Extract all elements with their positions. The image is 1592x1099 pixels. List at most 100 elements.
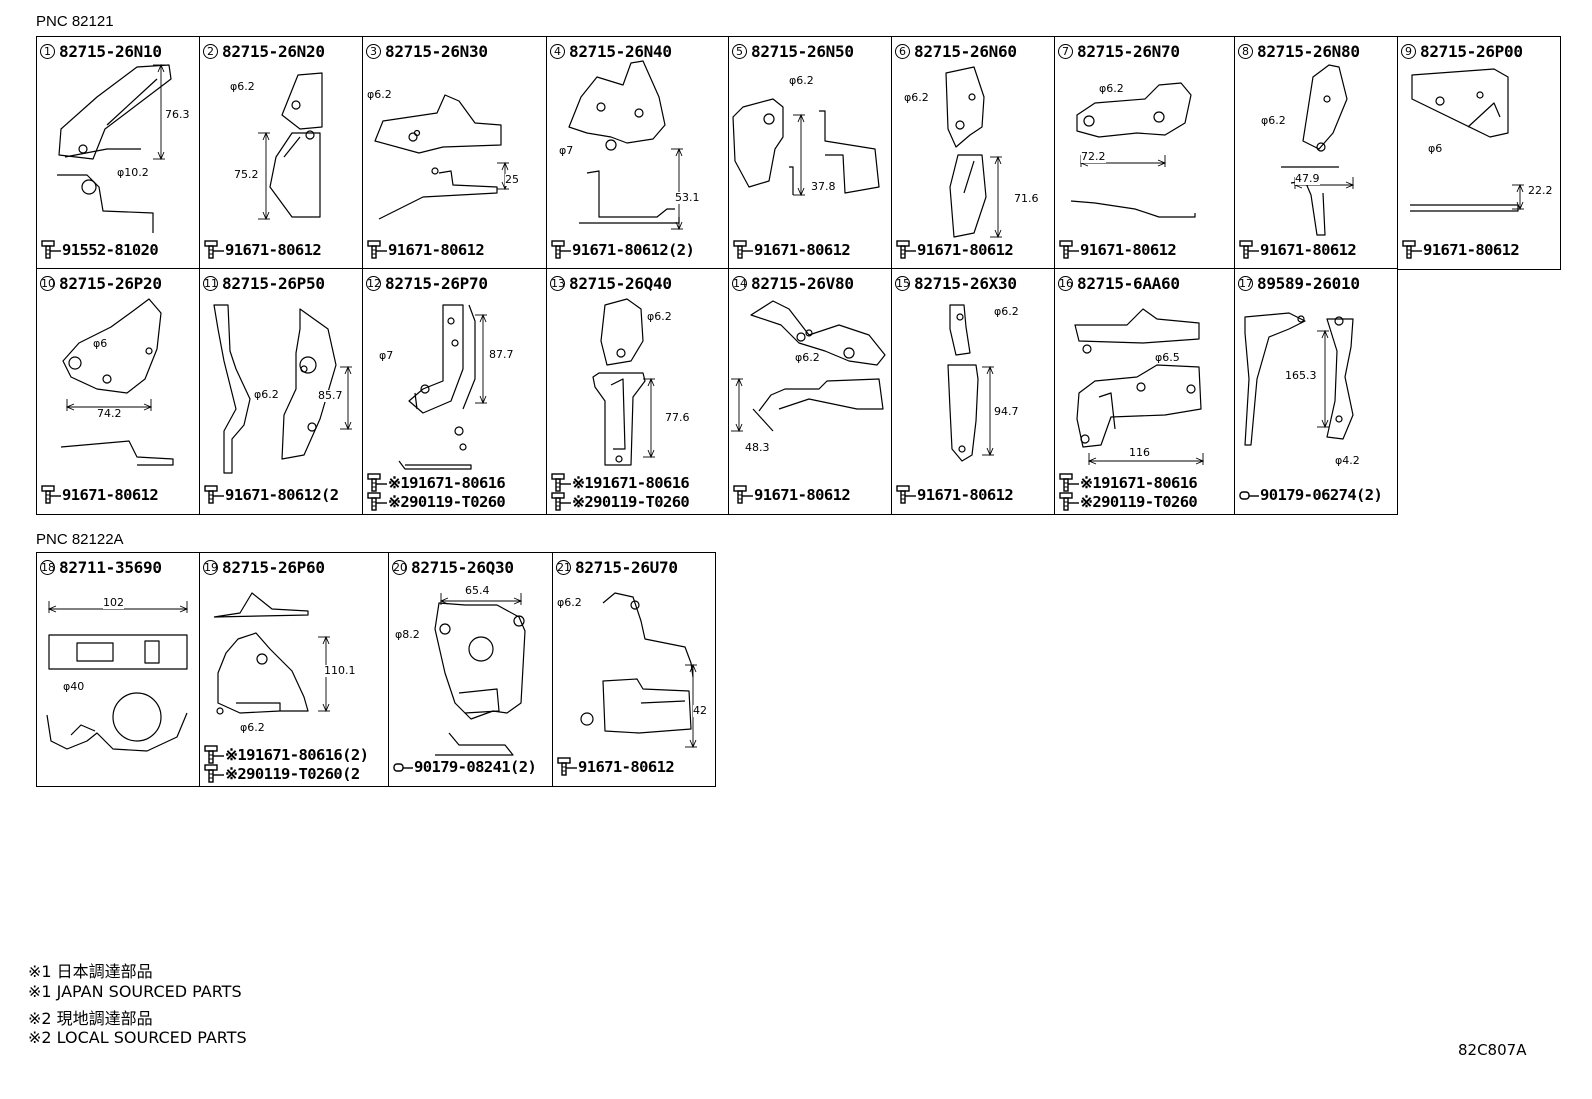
- item-number: 12: [366, 276, 381, 291]
- part-drawing: [568, 60, 683, 231]
- bolt-icon: [1239, 240, 1260, 260]
- fastener: 91552-81020: [41, 240, 159, 260]
- dimension-label: φ6: [1428, 142, 1443, 155]
- part-drawing: [580, 592, 697, 749]
- part-drawing: [1070, 82, 1196, 218]
- item-number: 1: [40, 44, 55, 59]
- item-number: 6: [895, 44, 910, 59]
- part-drawing: [1074, 308, 1205, 465]
- fastener: 91671-80612(2): [551, 240, 695, 260]
- fastener-part-number: 91671-80612(2): [572, 241, 695, 259]
- dimension-label: φ6.2: [904, 91, 929, 104]
- fastener-part-number: ※290119-T0260: [1080, 493, 1198, 511]
- dimension-label: 87.7: [489, 348, 514, 361]
- item-number: 13: [550, 276, 565, 291]
- fastener-part-number: 91671-80612: [225, 241, 322, 259]
- part-number: 82715-26N70: [1077, 42, 1180, 61]
- part-number: 89589-26010: [1257, 274, 1360, 293]
- bolt-icon: [367, 492, 388, 512]
- bolt-icon: [896, 240, 917, 260]
- fastener-part-number: 91671-80612: [754, 241, 851, 259]
- part-number: 82715-26Q30: [411, 558, 514, 577]
- dimension-label: φ6: [93, 337, 108, 350]
- dimension-label: 116: [1129, 446, 1150, 459]
- dimension-label: φ6.2: [647, 310, 672, 323]
- part-number: 82715-26N20: [222, 42, 325, 61]
- dimension-label: 75.2: [234, 168, 259, 181]
- bolt-icon: [551, 492, 572, 512]
- dimension-label: 94.7: [994, 405, 1019, 418]
- fastener-part-number: 91671-80612: [917, 241, 1014, 259]
- part-drawing: [213, 304, 352, 474]
- part-drawing: [60, 298, 174, 466]
- dimension-label: φ6.2: [1261, 114, 1286, 127]
- fastener: 91671-80612: [733, 485, 851, 505]
- bolt-icon: [204, 485, 225, 505]
- fastener-part-number: 91671-80612: [1423, 241, 1520, 259]
- bolt-icon: [204, 240, 225, 260]
- fastener: 90179-08241(2): [393, 757, 537, 777]
- dimension-label: φ8.2: [395, 628, 420, 641]
- clip-icon: [393, 757, 414, 777]
- part-drawing: [46, 601, 189, 752]
- part-drawing: [731, 300, 886, 433]
- dimension-label: φ6.2: [1099, 82, 1124, 95]
- part-drawing: [1410, 68, 1524, 212]
- fastener-part-number: 91671-80612: [1260, 241, 1357, 259]
- bolt-icon: [1059, 473, 1080, 493]
- dimension-label: 22.2: [1528, 184, 1553, 197]
- item-number: 20: [392, 560, 407, 575]
- part-drawing: [398, 304, 487, 470]
- section-label: PNC 82121: [36, 13, 114, 30]
- bolt-icon: [733, 485, 754, 505]
- item-number: 15: [895, 276, 910, 291]
- item-number: 2: [203, 44, 218, 59]
- dimension-label: 25: [505, 173, 519, 186]
- dimension-label: 48.3: [745, 441, 770, 454]
- dimension-label: 165.3: [1285, 369, 1317, 382]
- fastener-part-number: 91671-80612: [62, 486, 159, 504]
- part-drawing: [947, 304, 994, 462]
- dimension-label: 65.4: [465, 584, 490, 597]
- dimension-label: φ40: [63, 680, 85, 693]
- fastener: ※290119-T0260: [551, 492, 690, 512]
- dimension-label: φ6.2: [230, 80, 255, 93]
- dimension-label: 74.2: [97, 407, 122, 420]
- fastener: 91671-80612: [896, 240, 1014, 260]
- part-number: 82715-26N30: [385, 42, 488, 61]
- fastener: ※290119-T0260: [367, 492, 506, 512]
- fastener-part-number: 90179-08241(2): [414, 758, 537, 776]
- item-number: 3: [366, 44, 381, 59]
- item-number: 19: [203, 560, 218, 575]
- part-number: 82715-26P20: [59, 274, 162, 293]
- fastener: 91671-80612: [896, 485, 1014, 505]
- fastener-part-number: ※290119-T0260: [572, 493, 690, 511]
- item-number: 7: [1058, 44, 1073, 59]
- dimension-label: φ6.2: [367, 88, 392, 101]
- fastener: ※290119-T0260(2: [204, 764, 360, 784]
- cell-header: 3 82715-26N30: [366, 42, 488, 61]
- fastener-part-number: ※290119-T0260: [388, 493, 506, 511]
- dimension-label: φ6.2: [795, 351, 820, 364]
- dimension-label: 53.1: [675, 191, 700, 204]
- fastener-part-number: 91671-80612: [754, 486, 851, 504]
- item-number: 4: [550, 44, 565, 59]
- fastener-part-number: ※191671-80616: [388, 474, 506, 492]
- part-cell: 20 82715-26Q30 65.4 φ8.2 90179-08241(2): [388, 552, 553, 787]
- dimension-label: 77.6: [665, 411, 690, 424]
- fastener-part-number: 91671-80612: [1080, 241, 1177, 259]
- part-drawing: [1281, 64, 1355, 236]
- cell-header: 20 82715-26Q30: [392, 558, 514, 577]
